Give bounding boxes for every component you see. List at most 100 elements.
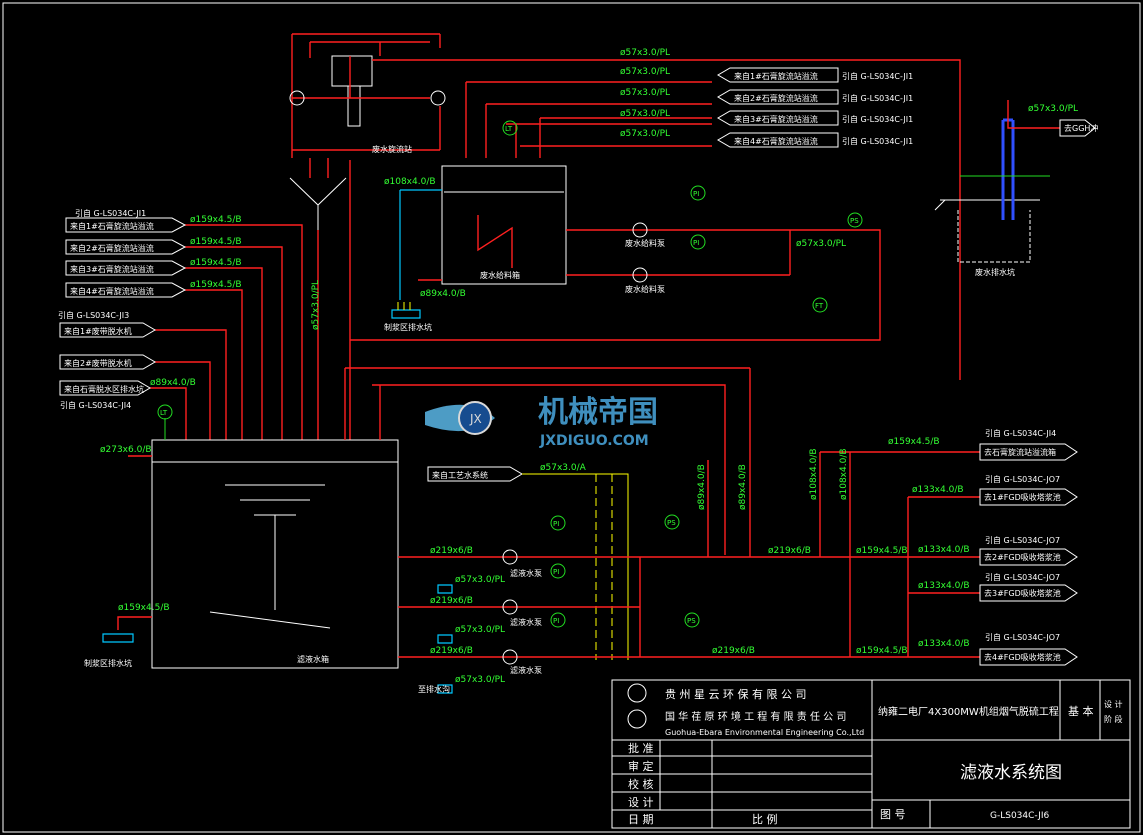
right-output-2: 引自 G-LS034C-JO7 去2#FGD吸收塔浆池 ø133x4.0/B [918, 535, 1078, 566]
svg-text:引自 G-LS034C-JO7: 引自 G-LS034C-JO7 [985, 535, 1060, 545]
scale-label: 比 例 [752, 812, 778, 826]
svg-text:引自 G-LS034C-JI1: 引自 G-LS034C-JI1 [842, 136, 913, 146]
filtrate-drain-pipe-label: ø159x4.5/B [118, 603, 170, 613]
process-water: 来自工艺水系统 ø57x3.0/A [427, 463, 629, 660]
header-v2-label: ø89x4.0/B [738, 464, 748, 510]
svg-text:ø159x4.5/B: ø159x4.5/B [190, 280, 242, 290]
svg-text:来自4#石膏旋流站溢流: 来自4#石膏旋流站溢流 [70, 286, 154, 296]
svg-text:去1#FGD吸收塔浆池: 去1#FGD吸收塔浆池 [984, 492, 1061, 502]
left-sources: 引自 G-LS034C-JI1 来自1#石膏旋流站溢流 ø159x4.5/B 来自… [58, 208, 242, 410]
svg-text:ø159x4.5/B: ø159x4.5/B [190, 258, 242, 268]
svg-text:去石膏旋流站溢流箱: 去石膏旋流站溢流箱 [984, 447, 1056, 457]
process-water-pipe-label: ø57x3.0/A [540, 463, 587, 473]
header-v4-label: ø108x4.0/B [839, 448, 849, 500]
right-header: ø89x4.0/B ø89x4.0/B ø108x4.0/B ø108x4.0/… [639, 368, 980, 658]
top-source-box-4: 来自4#石膏旋流站溢流 引自 G-LS034C-JI1 [717, 132, 913, 148]
svg-text:ø159x4.5/B: ø159x4.5/B [190, 237, 242, 247]
svg-text:引自 G-LS034C-JO7: 引自 G-LS034C-JO7 [985, 632, 1060, 642]
pump-instruments: PI PI PI PS PS [550, 514, 700, 628]
svg-text:来自1#石膏旋流站溢流: 来自1#石膏旋流站溢流 [70, 221, 154, 231]
watermark: JX 机械帝国 JXDIGUO.COM [425, 395, 658, 449]
svg-text:去3#FGD吸收塔浆池: 去3#FGD吸收塔浆池 [984, 588, 1061, 598]
svg-text:LT: LT [160, 409, 168, 417]
drawing-title: 滤液水系统图 [960, 763, 1062, 783]
top-pipe-label-1: ø57x3.0/PL [620, 67, 670, 77]
svg-text:滤液水泵: 滤液水泵 [510, 568, 542, 578]
svg-text:来自2#废带脱水机: 来自2#废带脱水机 [64, 358, 132, 368]
svg-text:滤液水泵: 滤液水泵 [510, 617, 542, 627]
top-source-box-2: 来自2#石膏旋流站溢流 引自 G-LS034C-JI1 [717, 89, 913, 105]
left-ref-2: 引自 G-LS034C-JI3 [58, 310, 129, 320]
left-ref-3: 引自 G-LS034C-JI4 [60, 400, 131, 410]
left-ref-1: 引自 G-LS034C-JI1 [75, 208, 146, 218]
svg-text:FT: FT [815, 302, 824, 310]
svg-text:ø57x3.0/PL: ø57x3.0/PL [455, 575, 505, 585]
filtrate-pump-3: 滤液水泵 ø219x6/B ø57x3.0/PL 至排水沟 [398, 646, 850, 694]
top-pipe-label-4: ø57x3.0/PL [620, 129, 670, 139]
filtrate-pipe-in-label: ø273x6.0/B [100, 445, 152, 455]
svg-text:滤液水泵: 滤液水泵 [510, 665, 542, 675]
feed-pipe-out-label: ø89x4.0/B [420, 289, 466, 299]
svg-text:ø159x4.5/B: ø159x4.5/B [190, 215, 242, 225]
watermark-logo-letter: JX [469, 412, 482, 426]
svg-text:引自 G-LS034C-JI1: 引自 G-LS034C-JI1 [842, 114, 913, 124]
svg-text:引自 G-LS034C-JI4: 引自 G-LS034C-JI4 [985, 428, 1056, 438]
svg-text:PS: PS [687, 617, 696, 625]
drawing-no-label: 图 号 [880, 808, 906, 821]
stage-label: 基 本 [1068, 704, 1094, 718]
branch-b1-label: ø159x4.5/B [856, 546, 908, 556]
feed-tank: 废水给料箱 ø108x4.0/B ø89x4.0/B 制浆区排水坑 [384, 165, 567, 332]
absorber-pipe: ø57x3.0/PL [1028, 104, 1078, 114]
svg-text:去4#FGD吸收塔浆池: 去4#FGD吸收塔浆池 [984, 652, 1061, 662]
svg-text:ø133x4.0/B: ø133x4.0/B [918, 639, 970, 649]
svg-text:引自 G-LS034C-JI1: 引自 G-LS034C-JI1 [842, 93, 913, 103]
design-label: 设 计 [628, 796, 654, 809]
feed-pump-2-label: 废水给料泵 [625, 284, 665, 294]
filtrate-tank: 滤液水箱 ø273x6.0/B LT ø159x4.5/B 制浆区排水坑 [84, 367, 750, 669]
check-label: 校 核 [628, 777, 654, 791]
cyclone-station: 废水旋流站 [289, 33, 446, 230]
svg-text:PS: PS [850, 217, 859, 225]
svg-text:来自2#石膏旋流站溢流: 来自2#石膏旋流站溢流 [734, 93, 818, 103]
svg-text:ø133x4.0/B: ø133x4.0/B [918, 545, 970, 555]
branch-b2-label: ø159x4.5/B [856, 646, 908, 656]
pit-label: 废水排水坑 [975, 267, 1015, 277]
stage2a: 设 计 [1104, 699, 1123, 709]
filtrate-pump-2: 滤液水泵 ø219x6/B ø57x3.0/PL [398, 596, 640, 644]
right-output-1: 引自 G-LS034C-JO7 去1#FGD吸收塔浆池 ø133x4.0/B [912, 474, 1078, 506]
feed-pump-1-label: 废水给料泵 [625, 238, 665, 248]
left-source-6: 来自2#废带脱水机 [59, 354, 156, 370]
top-header: ø57x3.0/PL ø57x3.0/PL ø57x3.0/PL ø57x3.0… [372, 48, 961, 380]
company1: 贵 州 星 云 环 保 有 限 公 司 [665, 687, 806, 701]
vertical-pipe-label: ø57x3.0/PL [311, 280, 321, 330]
filtrate-tank-label: 滤液水箱 [297, 654, 329, 664]
feed-right-pipe-label: ø57x3.0/PL [796, 239, 846, 249]
svg-text:PI: PI [553, 568, 559, 576]
right-output-3: 引自 G-LS034C-JO7 去3#FGD吸收塔浆池 ø133x4.0/B [918, 572, 1078, 602]
company2: 国 华 荏 原 环 境 工 程 有 限 责 任 公 司 [665, 710, 846, 723]
svg-text:来自3#石膏旋流站溢流: 来自3#石膏旋流站溢流 [734, 114, 818, 124]
svg-text:来自2#石膏旋流站溢流: 来自2#石膏旋流站溢流 [70, 243, 154, 253]
drawing-no: G-LS034C-JI6 [990, 811, 1049, 821]
review-label: 审 定 [628, 759, 654, 773]
station-label: 废水旋流站 [372, 144, 412, 154]
svg-text:来自工艺水系统: 来自工艺水系统 [432, 470, 488, 480]
left-source-2: 来自2#石膏旋流站溢流 ø159x4.5/B [65, 237, 242, 255]
svg-text:ø133x4.0/B: ø133x4.0/B [918, 581, 970, 591]
right-output-4: 引自 G-LS034C-JO7 去4#FGD吸收塔浆池 ø133x4.0/B [918, 632, 1078, 666]
svg-text:PI: PI [693, 239, 699, 247]
svg-text:ø57x3.0/PL: ø57x3.0/PL [455, 625, 505, 635]
svg-text:去2#FGD吸收塔浆池: 去2#FGD吸收塔浆池 [984, 552, 1061, 562]
top-pipe-label-3: ø57x3.0/PL [620, 109, 670, 119]
svg-text:引自 G-LS034C-JI1: 引自 G-LS034C-JI1 [842, 71, 913, 81]
feed-pipe-in-label: ø108x4.0/B [384, 177, 436, 187]
svg-text:来自1#废带脱水机: 来自1#废带脱水机 [64, 326, 132, 336]
svg-text:来自1#石膏旋流站溢流: 来自1#石膏旋流站溢流 [734, 71, 818, 81]
left-source-4: 来自4#石膏旋流站溢流 ø159x4.5/B [65, 280, 242, 298]
svg-text:来自3#石膏旋流站溢流: 来自3#石膏旋流站溢流 [70, 264, 154, 274]
left-source-1: 来自1#石膏旋流站溢流 ø159x4.5/B [65, 215, 242, 233]
svg-text:ø89x4.0/B: ø89x4.0/B [150, 378, 196, 388]
header-v3-label: ø108x4.0/B [809, 448, 819, 500]
